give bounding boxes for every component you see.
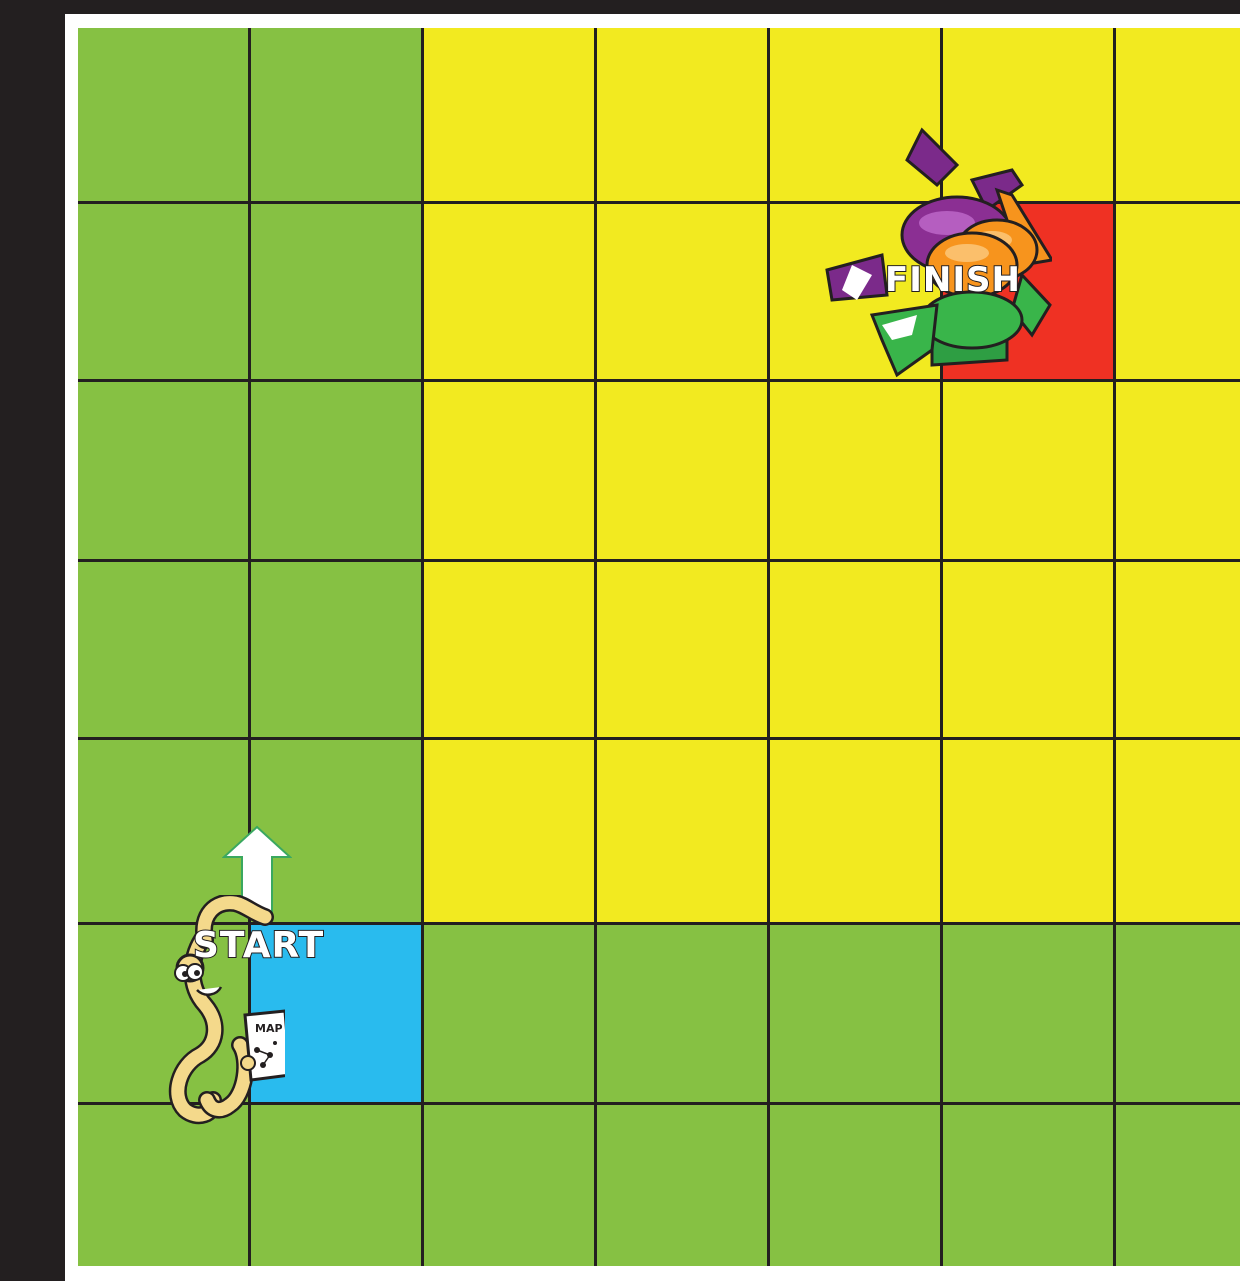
board-cell-yellow[interactable] (424, 562, 594, 737)
board-cell-green[interactable] (251, 382, 421, 559)
board-cell-yellow[interactable] (770, 562, 940, 737)
board-cell-yellow[interactable] (1116, 382, 1240, 559)
board-cell-green[interactable] (597, 925, 767, 1102)
board-cell-yellow[interactable] (424, 204, 594, 379)
board-cell-green[interactable] (78, 382, 248, 559)
start-label: START (193, 925, 324, 966)
board-cell-yellow[interactable] (770, 382, 940, 559)
board-cell-yellow[interactable] (424, 382, 594, 559)
board-cell-green[interactable] (78, 204, 248, 379)
board-cell-yellow[interactable] (943, 562, 1113, 737)
board-cell-yellow[interactable] (597, 382, 767, 559)
board-cell-yellow[interactable] (943, 382, 1113, 559)
board-cell-green[interactable] (251, 1105, 421, 1266)
board-cell-green[interactable] (251, 562, 421, 737)
board-cell-yellow[interactable] (597, 204, 767, 379)
board-cell-green[interactable] (78, 1105, 248, 1266)
board-cell-yellow[interactable] (1116, 204, 1240, 379)
board-cell-yellow[interactable] (770, 740, 940, 922)
board-cell-yellow[interactable] (597, 740, 767, 922)
board-cell-yellow[interactable] (1116, 562, 1240, 737)
finish-label: FINISH (885, 260, 1021, 300)
candy-pile-icon (822, 125, 1052, 380)
board-cell-green[interactable] (770, 925, 940, 1102)
board-cell-yellow[interactable] (597, 562, 767, 737)
board-cell-green[interactable] (251, 28, 421, 201)
board-cell-green[interactable] (770, 1105, 940, 1266)
board-cell-yellow[interactable] (597, 28, 767, 201)
board-cell-green[interactable] (1116, 925, 1240, 1102)
board-cell-yellow[interactable] (943, 740, 1113, 922)
board-cell-green[interactable] (424, 1105, 594, 1266)
board-cell-yellow[interactable] (424, 28, 594, 201)
board-cell-yellow[interactable] (424, 740, 594, 922)
board-cell-green[interactable] (251, 204, 421, 379)
board-cell-green[interactable] (78, 562, 248, 737)
board-cell-green[interactable] (424, 925, 594, 1102)
board-cell-yellow[interactable] (1116, 28, 1240, 201)
board-cell-green[interactable] (943, 1105, 1113, 1266)
map-label: MAP (255, 1022, 283, 1035)
board-cell-green[interactable] (597, 1105, 767, 1266)
board-cell-green[interactable] (78, 28, 248, 201)
board-cell-green[interactable] (1116, 1105, 1240, 1266)
board-cell-yellow[interactable] (1116, 740, 1240, 922)
board-cell-green[interactable] (943, 925, 1113, 1102)
